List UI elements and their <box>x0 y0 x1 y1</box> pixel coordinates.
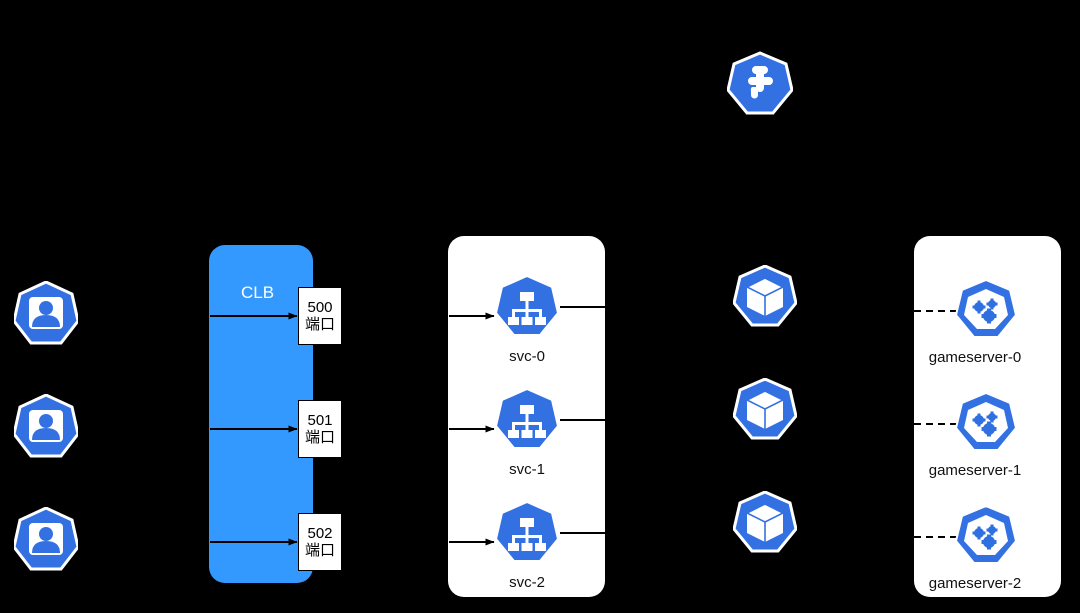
gameserver-label: gameserver-1 <box>928 462 1022 479</box>
port-box[interactable]: 500 端口 <box>298 287 342 345</box>
k8s-pod-icon[interactable] <box>733 265 797 331</box>
gameserver-label: gameserver-0 <box>928 349 1022 366</box>
k8s-gameserver-icon[interactable] <box>955 392 1017 456</box>
k8s-pod-icon[interactable] <box>733 491 797 557</box>
port-box[interactable]: 501 端口 <box>298 400 342 458</box>
port-unit-label: 端口 <box>304 316 335 333</box>
k8s-pod-icon[interactable] <box>733 378 797 444</box>
user-icon[interactable] <box>14 281 78 351</box>
service-label: svc-1 <box>509 461 545 478</box>
clb-card[interactable] <box>209 245 313 583</box>
k8s-service-icon[interactable] <box>495 501 559 567</box>
port-unit-label: 端口 <box>304 542 335 559</box>
k8s-service-icon[interactable] <box>495 275 559 341</box>
port-number: 501 <box>307 411 333 429</box>
port-box[interactable]: 502 端口 <box>298 513 342 571</box>
k8s-gameserver-icon[interactable] <box>955 279 1017 343</box>
k8s-addon-puzzle-icon[interactable] <box>727 51 793 119</box>
service-label: svc-0 <box>509 348 545 365</box>
port-unit-label: 端口 <box>304 429 335 446</box>
clb-label: CLB <box>241 283 275 302</box>
port-number: 500 <box>307 298 333 316</box>
k8s-gameserver-icon[interactable] <box>955 505 1017 569</box>
gameserver-label: gameserver-2 <box>928 575 1022 592</box>
user-icon[interactable] <box>14 507 78 577</box>
service-label: svc-2 <box>509 574 545 591</box>
k8s-service-icon[interactable] <box>495 388 559 454</box>
user-icon[interactable] <box>14 394 78 464</box>
port-number: 502 <box>307 524 333 542</box>
